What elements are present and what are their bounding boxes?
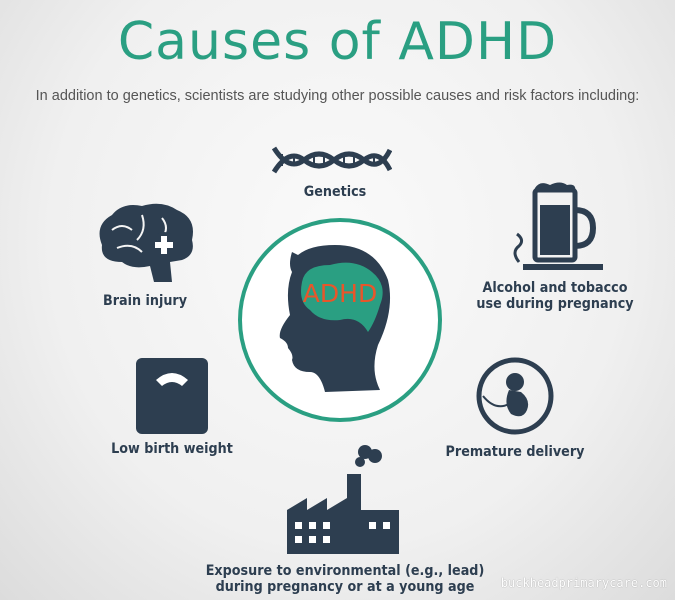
- fetus-icon: [476, 357, 554, 435]
- label-line: use during pregnancy: [476, 296, 634, 312]
- genetics-label: Genetics: [303, 184, 367, 200]
- scale-icon: [136, 358, 208, 434]
- label-line: Alcohol and tobacco: [482, 280, 628, 296]
- beer-mug-cigarette-icon: [513, 182, 603, 270]
- dna-icon: [272, 146, 392, 174]
- adhd-label: ADHD: [303, 279, 377, 308]
- brain-injury-label: Brain injury: [102, 293, 188, 309]
- premature-delivery-label: Premature delivery: [445, 444, 585, 460]
- subtitle: In addition to genetics, scientists are …: [35, 88, 640, 104]
- head-icon: ADHD: [238, 218, 442, 422]
- environmental-exposure-label: Exposure to environmental (e.g., lead)du…: [204, 563, 486, 595]
- low-birth-weight-label: Low birth weight: [111, 441, 233, 457]
- watermark: buckheadprimarycare.com: [500, 576, 667, 590]
- page-title: Causes of ADHD: [117, 12, 558, 72]
- label-line: Exposure to environmental (e.g., lead): [205, 563, 485, 579]
- factory-icon: [287, 445, 399, 554]
- brain-icon: [99, 203, 193, 282]
- label-line: during pregnancy or at a young age: [215, 579, 475, 595]
